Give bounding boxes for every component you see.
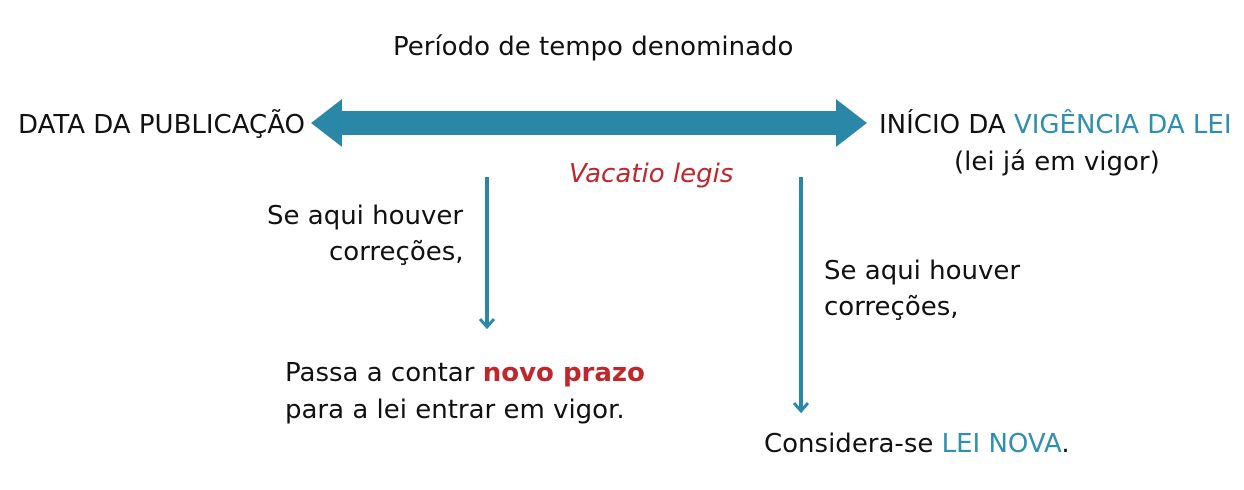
left-result-line2: para a lei entrar em vigor.: [285, 395, 625, 425]
new-law-highlight: LEI NOVA: [941, 429, 1062, 459]
left-branch-arrow-head: [478, 318, 496, 330]
left-result-prefix: Passa a contar: [285, 358, 483, 388]
timeline-double-arrow: [311, 99, 867, 147]
end-label: INÍCIO DA VIGÊNCIA DA LEI: [879, 108, 1232, 142]
end-label-prefix: INÍCIO DA: [879, 110, 1014, 140]
right-result: Considera-se LEI NOVA.: [764, 427, 1070, 461]
right-branch-arrow-head: [792, 402, 810, 414]
left-result-line1: Passa a contar novo prazo: [285, 356, 645, 390]
end-sublabel: (lei já em vigor): [954, 147, 1160, 177]
right-result-prefix: Considera-se: [764, 429, 942, 459]
period-label: Período de tempo denominado: [393, 32, 794, 62]
new-deadline-highlight: novo prazo: [482, 358, 645, 388]
end-label-highlight: VIGÊNCIA DA LEI: [1013, 110, 1232, 140]
start-label: DATA DA PUBLICAÇÃO: [18, 110, 305, 140]
right-condition-line1: Se aqui houver: [824, 256, 1021, 286]
right-result-suffix: .: [1061, 429, 1070, 459]
left-condition-line1: Se aqui houver: [267, 201, 464, 231]
vacatio-legis-label: Vacatio legis: [569, 159, 734, 189]
right-condition-line2: correções,: [824, 292, 959, 322]
left-condition-line2: correções,: [329, 237, 464, 267]
